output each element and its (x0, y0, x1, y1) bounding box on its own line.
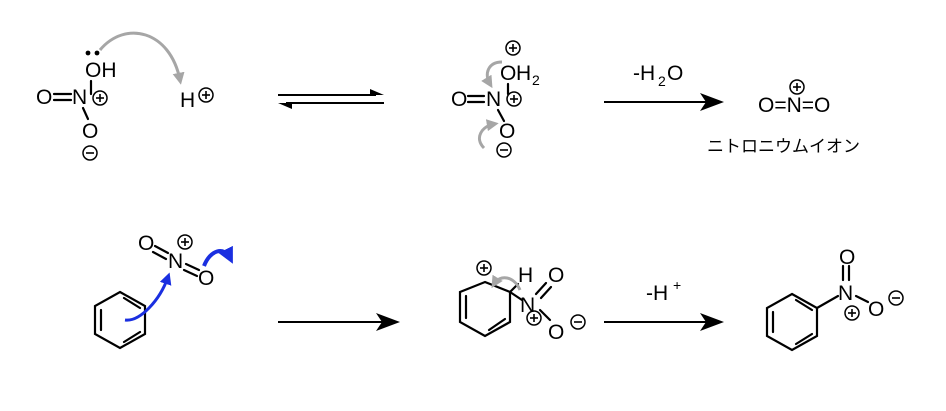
oxygen-label: O (548, 264, 564, 287)
nitronium-ion: O=N=O ニトロニウムイオン (707, 79, 860, 157)
curved-arrow-grey (491, 274, 522, 291)
nitrogen-label: N (72, 86, 87, 109)
double-bond (151, 250, 168, 261)
minus-charge (570, 314, 586, 330)
minus-h-label: -H (633, 62, 655, 85)
bond (508, 290, 524, 302)
nitrogen-label: N (838, 282, 853, 305)
plus-charge (789, 79, 805, 95)
curved-arrow-grey (98, 31, 185, 85)
oxygen-label: O (82, 120, 98, 143)
reaction-arrow (278, 313, 400, 331)
double-bond (539, 285, 553, 300)
oxygen-label: O (198, 267, 214, 290)
plus-charge (92, 90, 108, 106)
plus-charge (526, 310, 542, 326)
curved-arrow-grey (478, 119, 499, 150)
ring-double-bond (794, 332, 814, 346)
curved-arrow-grey (481, 60, 503, 89)
nitronium-name: ニトロニウムイオン (707, 137, 860, 157)
sigma-complex: H N O O (458, 260, 586, 344)
ring-double-bond (122, 330, 142, 344)
bond (815, 294, 840, 310)
lone-pair-dot (94, 50, 100, 56)
nitrogen-label: N (520, 294, 535, 317)
oxygen-label: O (839, 246, 855, 269)
ring (458, 280, 512, 338)
nitric-acid: OH O N O (36, 50, 117, 161)
double-bond (534, 281, 548, 296)
subscript-2: 2 (532, 72, 540, 88)
hydrogen-label: H (180, 89, 195, 112)
lone-pair-dot (85, 50, 91, 56)
hydrogen-label: H (516, 62, 531, 85)
oxygen-label: O (451, 88, 467, 111)
hydrogen-label: H (518, 264, 533, 287)
ring (93, 290, 147, 350)
superscript-plus: + (673, 277, 681, 293)
minus-charge (888, 290, 904, 306)
plus-charge (844, 305, 860, 321)
proton: H (180, 87, 214, 112)
oxygen-label: O (499, 120, 515, 143)
nitronium-formula: O=N=O (758, 94, 830, 117)
nitronium-reactant: O N O (138, 232, 214, 290)
minus-charge (82, 145, 98, 161)
minus-charge (496, 142, 512, 158)
hydroxyl-label: OH (85, 59, 117, 82)
loss-of-water-label: -H 2 O (633, 62, 683, 89)
oxygen-label: O (36, 86, 52, 109)
double-bond (184, 262, 201, 272)
oxygen-label: O (500, 62, 516, 85)
plus-charge (506, 91, 522, 107)
ring (765, 292, 819, 352)
plus-charge (177, 234, 193, 250)
nitrogen-label: N (168, 250, 183, 273)
subscript-2: 2 (658, 73, 666, 89)
bond (854, 294, 870, 304)
plus-charge (476, 260, 492, 276)
loss-of-proton-arrow (604, 313, 724, 331)
double-bond (182, 268, 199, 278)
ring-double-bond (122, 296, 142, 310)
loss-of-water-arrow (604, 93, 724, 111)
curved-arrow-blue (202, 245, 233, 267)
oxygen-label: O (667, 62, 683, 85)
nitrobenzene: N O O (765, 246, 904, 352)
bond (496, 108, 506, 123)
benzene (93, 290, 147, 350)
double-bond (153, 244, 170, 255)
curved-arrow-blue (124, 272, 172, 322)
nitrogen-label: N (486, 88, 501, 111)
minus-h-label: -H (646, 282, 668, 305)
plus-charge (505, 40, 521, 56)
protonated-nitric-acid: O H 2 O N O (451, 40, 540, 158)
oxygen-label: O (868, 298, 884, 321)
oxygen-label: O (548, 321, 564, 344)
ring-double-bond (794, 298, 814, 312)
plus-charge (198, 87, 214, 103)
ring-double-bond (487, 317, 507, 332)
oxygen-label: O (138, 232, 154, 255)
loss-of-proton-label: -H + (646, 277, 681, 305)
bond (538, 308, 552, 322)
equilibrium-arrow (278, 89, 384, 109)
bond (81, 106, 90, 121)
